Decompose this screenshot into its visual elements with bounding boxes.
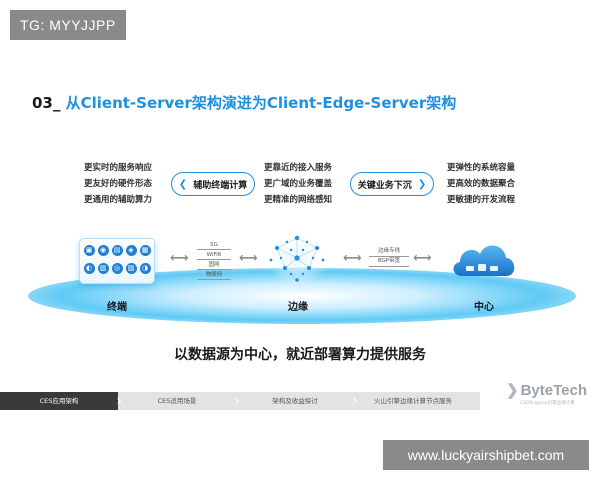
tab-label: 火山引擎边缘计算节点服务 [374, 397, 452, 405]
section-number: 03_ [32, 94, 61, 112]
terminal-label: 终端 [107, 302, 127, 313]
benefit-line: 更高效的数据聚合 [447, 179, 516, 189]
brand-caption: CSDN @火山引擎边缘计算 [520, 401, 575, 406]
section-tabs: CES应用架构 › CES适用场景 › 架构及收益探讨 › 火山引擎边缘计算节点服务 [0, 392, 472, 410]
progress-nav-bar [0, 392, 480, 410]
tab-label: 架构及收益探讨 [272, 397, 318, 405]
device-icon: ◑ [139, 262, 151, 274]
tab-label: CES应用架构 [39, 397, 79, 405]
slide-title: 03_ 从Client-Server架构演进为Client-Edge-Serve… [32, 92, 456, 113]
network-type: WiFi6 [197, 251, 231, 260]
chevron-right-icon: › [352, 393, 358, 409]
benefit-line: 更弹性的系统容量 [447, 163, 516, 173]
bidirectional-arrow-icon: ⟷ [239, 251, 258, 266]
benefit-line: 更敏捷的开发流程 [447, 195, 516, 205]
chevron-right-icon: › [116, 393, 122, 409]
bytetech-logo: ❯ByteTech [506, 381, 587, 399]
link-type: 边缘专线 [369, 247, 409, 257]
bidirectional-arrow-icon: ⟷ [343, 251, 362, 266]
device-icon: ▦ [139, 245, 151, 256]
edge-benefits: 更靠近的接入服务 更广域的业务覆盖 更精准的网络感知 [264, 160, 332, 208]
benefit-line: 更精准的网络感知 [264, 195, 333, 205]
backbone-links: 边缘专线 BGP带宽 [369, 247, 409, 267]
tab-ces-architecture[interactable]: CES应用架构 › [0, 392, 122, 410]
benefit-line: 更通用的辅助算力 [84, 195, 153, 205]
device-icon: ▧ [125, 262, 137, 274]
sink-business-pill: 关键业务下沉 ❯ [350, 172, 434, 196]
cloud-center-icon [453, 245, 515, 276]
benefit-line: 更靠近的接入服务 [264, 163, 333, 173]
title-text: 从Client-Server架构演进为Client-Edge-Server架构 [65, 94, 457, 112]
bytetech-mark-icon: ❯ [506, 382, 519, 399]
device-icon: ◎ [111, 262, 123, 274]
device-icon: ▥ [97, 262, 109, 274]
tab-ces-scenarios[interactable]: CES适用场景 › [118, 392, 240, 410]
device-icon: ◉ [97, 245, 109, 256]
device-icon: ◈ [125, 245, 137, 256]
center-label: 中心 [474, 302, 494, 313]
bidirectional-arrow-icon: ⟷ [413, 251, 432, 266]
edge-network-sphere-icon [265, 230, 329, 286]
device-icon: ▤ [111, 245, 123, 256]
device-icon: ◐ [83, 262, 95, 274]
chevron-left-icon: ❮ [178, 178, 188, 190]
network-type: 固网 [197, 261, 231, 270]
benefit-line: 更广域的业务覆盖 [264, 179, 333, 189]
bidirectional-arrow-icon: ⟷ [170, 251, 189, 266]
slogan: 以数据源为中心，就近部署算力提供服务 [174, 347, 426, 363]
terminal-device-panel: ▣ ◉ ▤ ◈ ▦ ◐ ▥ ◎ ▧ ◑ [79, 238, 155, 284]
watermark-banner: www.luckyairshipbet.com [383, 440, 589, 470]
center-benefits: 更弹性的系统容量 更高效的数据聚合 更敏捷的开发流程 [447, 160, 515, 208]
pill-label: 辅助终端计算 [193, 180, 248, 191]
chevron-right-icon: ❯ [417, 178, 427, 190]
benefit-line: 更实时的服务响应 [84, 163, 153, 173]
link-type: BGP带宽 [369, 257, 409, 267]
tab-edge-node-service[interactable]: 火山引擎边缘计算节点服务 [354, 392, 472, 410]
pill-label: 关键业务下沉 [357, 180, 412, 191]
terminal-benefits: 更实时的服务响应 更友好的硬件形态 更通用的辅助算力 [84, 160, 152, 208]
tab-label: CES适用场景 [157, 397, 197, 405]
device-icon: ▣ [83, 245, 95, 256]
channel-tag: TG: MYYJJPP [10, 10, 126, 40]
chevron-right-icon: › [234, 393, 240, 409]
brand-name: ByteTech [520, 382, 587, 399]
tab-architecture-benefits[interactable]: 架构及收益探讨 › [236, 392, 358, 410]
network-type: 5G [197, 241, 231, 250]
network-types: 5G WiFi6 固网 物联网 [197, 241, 231, 281]
assist-terminal-pill: ❮ 辅助终端计算 [171, 172, 255, 196]
network-type: 物联网 [197, 271, 231, 280]
benefit-line: 更友好的硬件形态 [84, 179, 153, 189]
edge-label: 边缘 [288, 302, 308, 313]
